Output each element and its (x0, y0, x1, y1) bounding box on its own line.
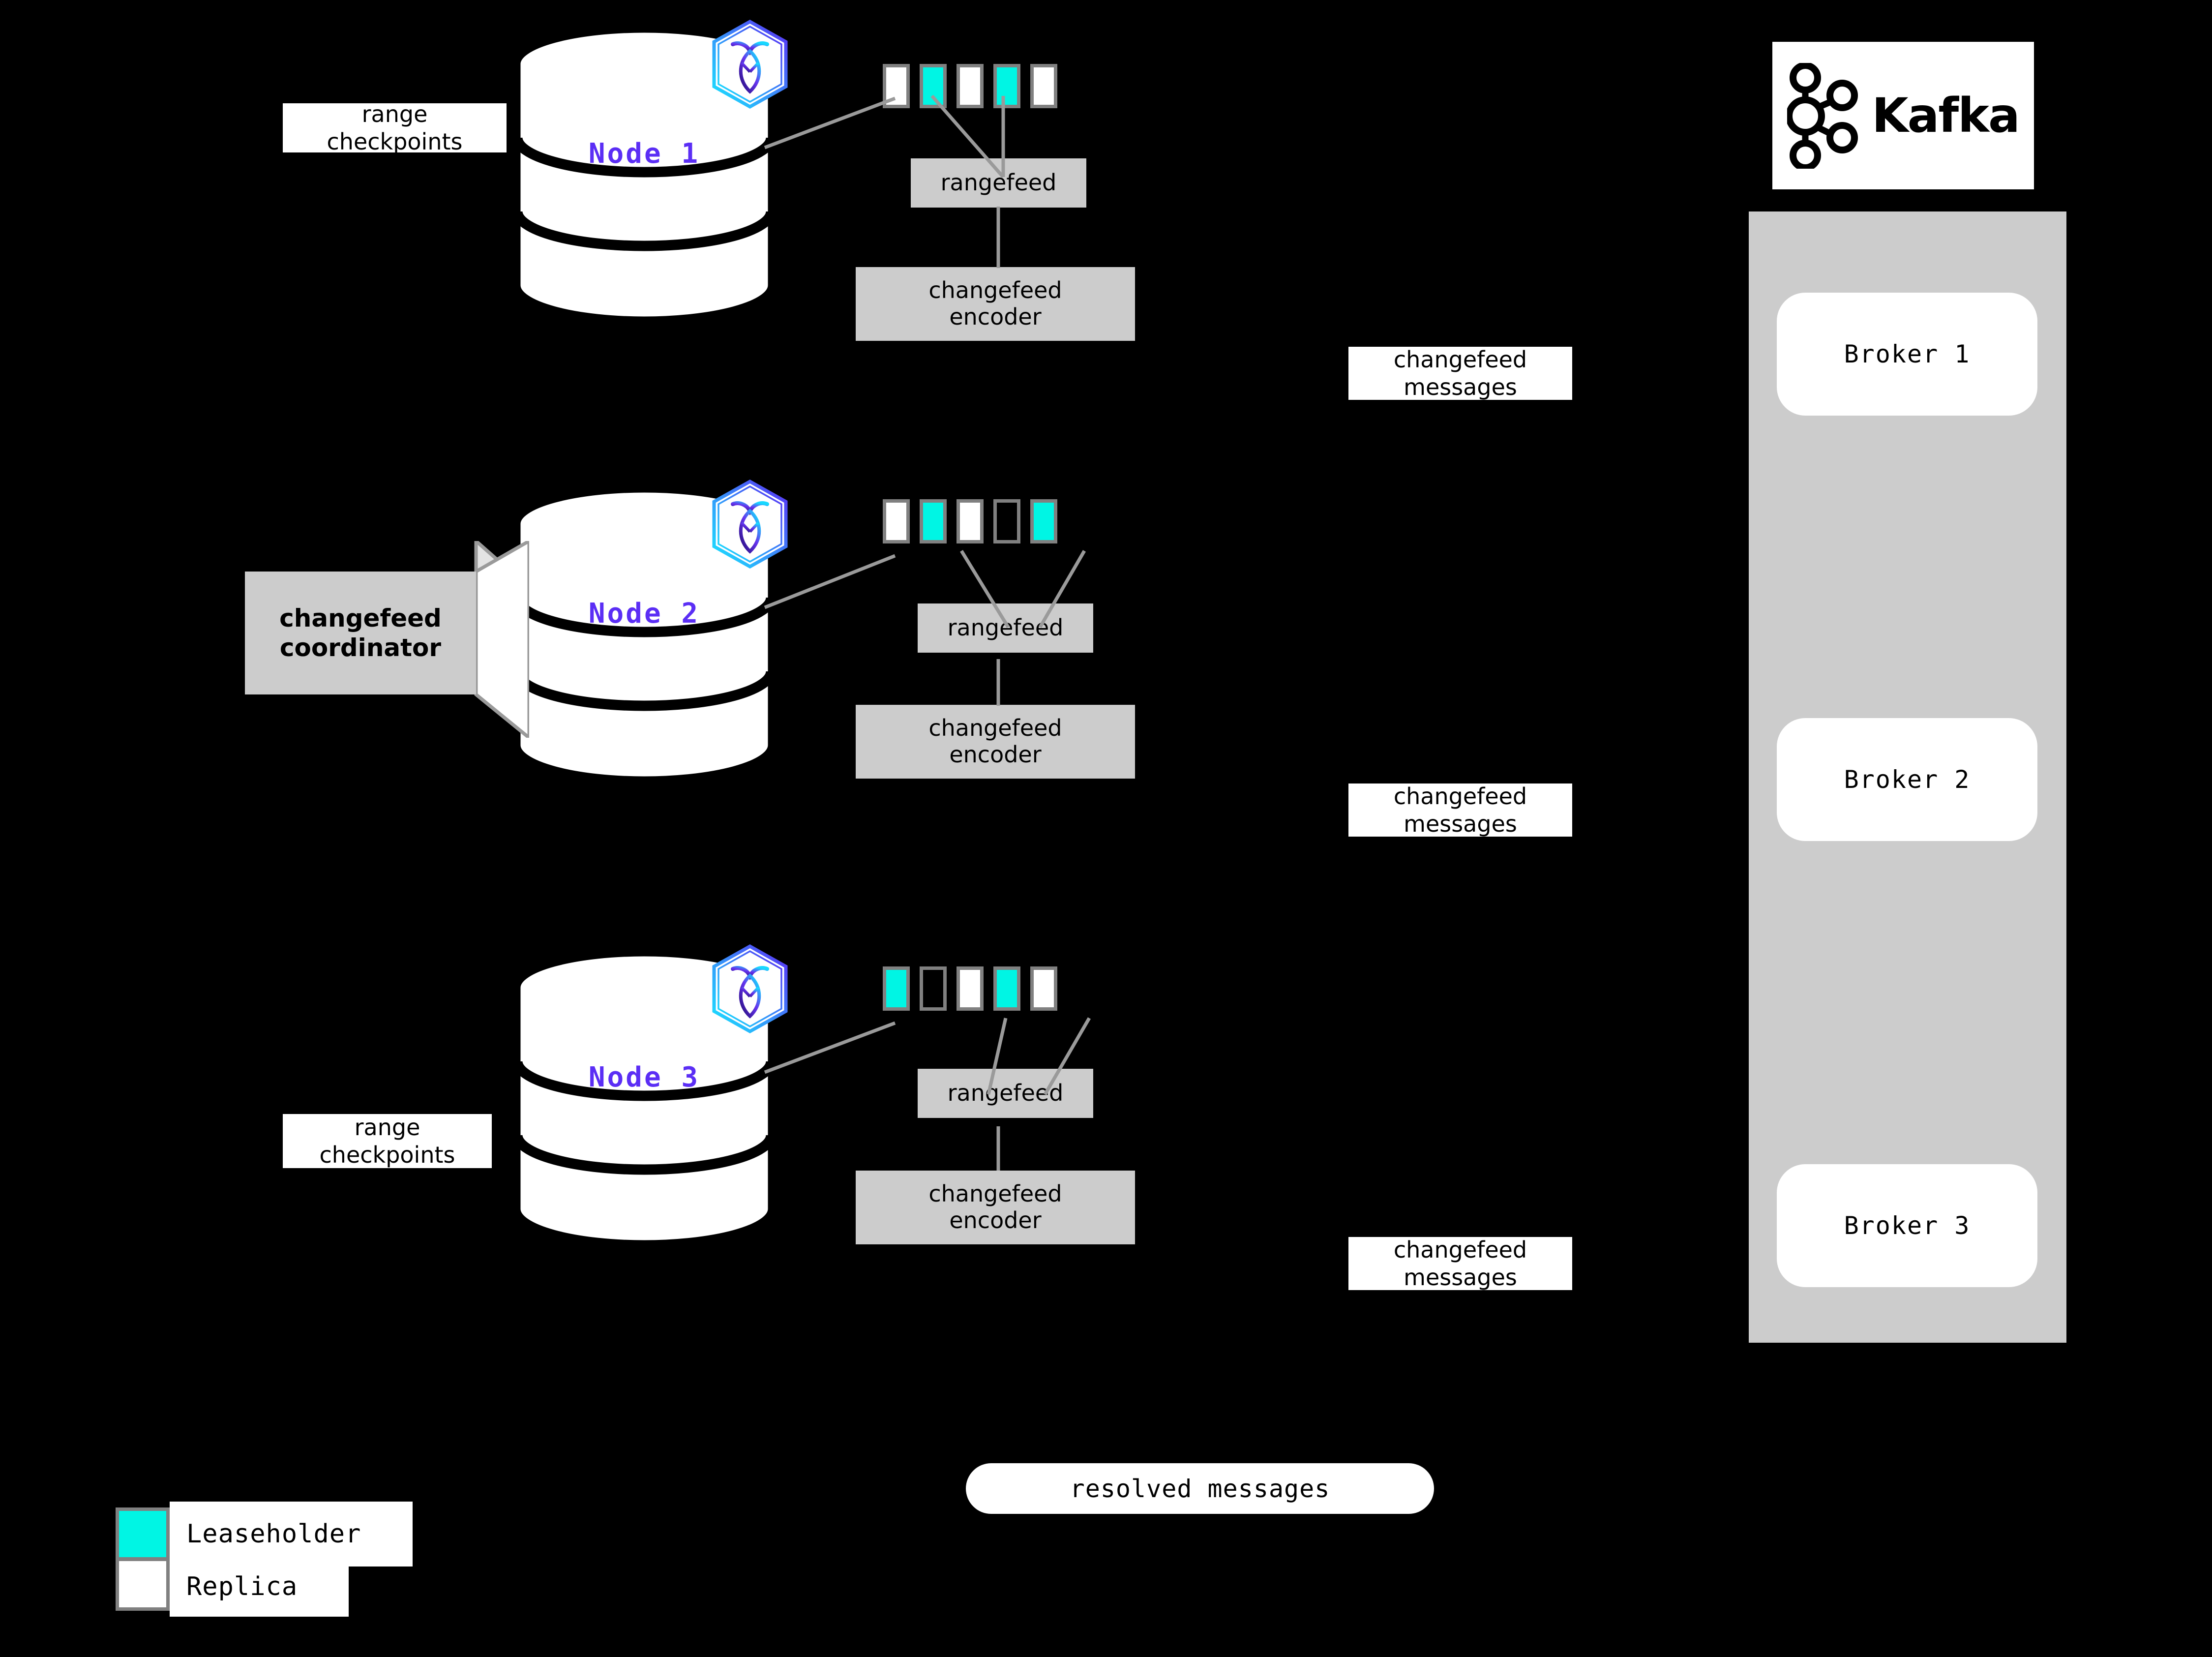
node1-label: Node 1 (588, 138, 700, 170)
range-box (1030, 966, 1057, 1011)
range-box (957, 499, 984, 543)
range-box (883, 499, 910, 543)
range-box (883, 966, 910, 1011)
legend-swatch-leaseholder (116, 1507, 170, 1561)
node3-rangefeed-box: rangefeed (918, 1069, 1093, 1118)
range-box (957, 966, 984, 1011)
range-box (1030, 499, 1057, 543)
kafka-wordmark: Kafka (1872, 88, 2020, 143)
node2-rangefeed-box: rangefeed (918, 603, 1093, 653)
changefeed-coordinator-callout: changefeed coordinator (245, 541, 529, 738)
changefeed-messages-label-1: changefeed messages (1348, 346, 1572, 400)
cockroachdb-logo-icon (708, 19, 792, 110)
changefeed-coordinator-box: changefeed coordinator (245, 572, 476, 694)
changefeed-messages-label-3: changefeed messages (1348, 1236, 1572, 1291)
range-box (957, 64, 984, 108)
range-box (883, 64, 910, 108)
node1-range-row (883, 64, 1057, 108)
range-box (993, 499, 1020, 543)
node3-cylinder: Node 3 (514, 951, 775, 1246)
legend: Leaseholder Replica (116, 1502, 430, 1655)
node2-range-row (883, 499, 1057, 543)
range-box (920, 499, 947, 543)
node3-changefeed-encoder-box: changefeed encoder (856, 1171, 1135, 1244)
legend-label-leaseholder: Leaseholder (170, 1502, 413, 1567)
node1-cylinder: Node 1 (514, 27, 775, 322)
resolved-messages-pill: resolved messages (966, 1463, 1434, 1514)
broker-2: Broker 2 (1777, 718, 2037, 841)
broker-3: Broker 3 (1777, 1164, 2037, 1287)
node2-changefeed-encoder-box: changefeed encoder (856, 705, 1135, 779)
cockroachdb-logo-icon (708, 943, 792, 1034)
node3-label: Node 3 (588, 1061, 700, 1093)
cockroachdb-logo-icon (708, 479, 792, 570)
range-box (993, 966, 1020, 1011)
range-box (993, 64, 1020, 108)
node2-label: Node 2 (588, 598, 700, 630)
node1-changefeed-encoder-box: changefeed encoder (856, 267, 1135, 341)
range-box (1030, 64, 1057, 108)
node2-cylinder: Node 2 (514, 487, 775, 782)
changefeed-messages-label-2: changefeed messages (1348, 783, 1572, 837)
node1-range-checkpoints-label: range checkpoints (283, 101, 507, 155)
node3-range-checkpoints-label: range checkpoints (283, 1114, 492, 1168)
legend-swatch-replica (116, 1558, 170, 1611)
kafka-node-graph-icon (1786, 61, 1861, 171)
node1-rangefeed-box: rangefeed (911, 158, 1086, 208)
broker-1: Broker 1 (1777, 293, 2037, 416)
range-box (920, 64, 947, 108)
kafka-logo: Kafka (1772, 42, 2034, 189)
node3-range-row (883, 966, 1057, 1011)
range-box (920, 966, 947, 1011)
legend-label-replica: Replica (170, 1557, 349, 1617)
